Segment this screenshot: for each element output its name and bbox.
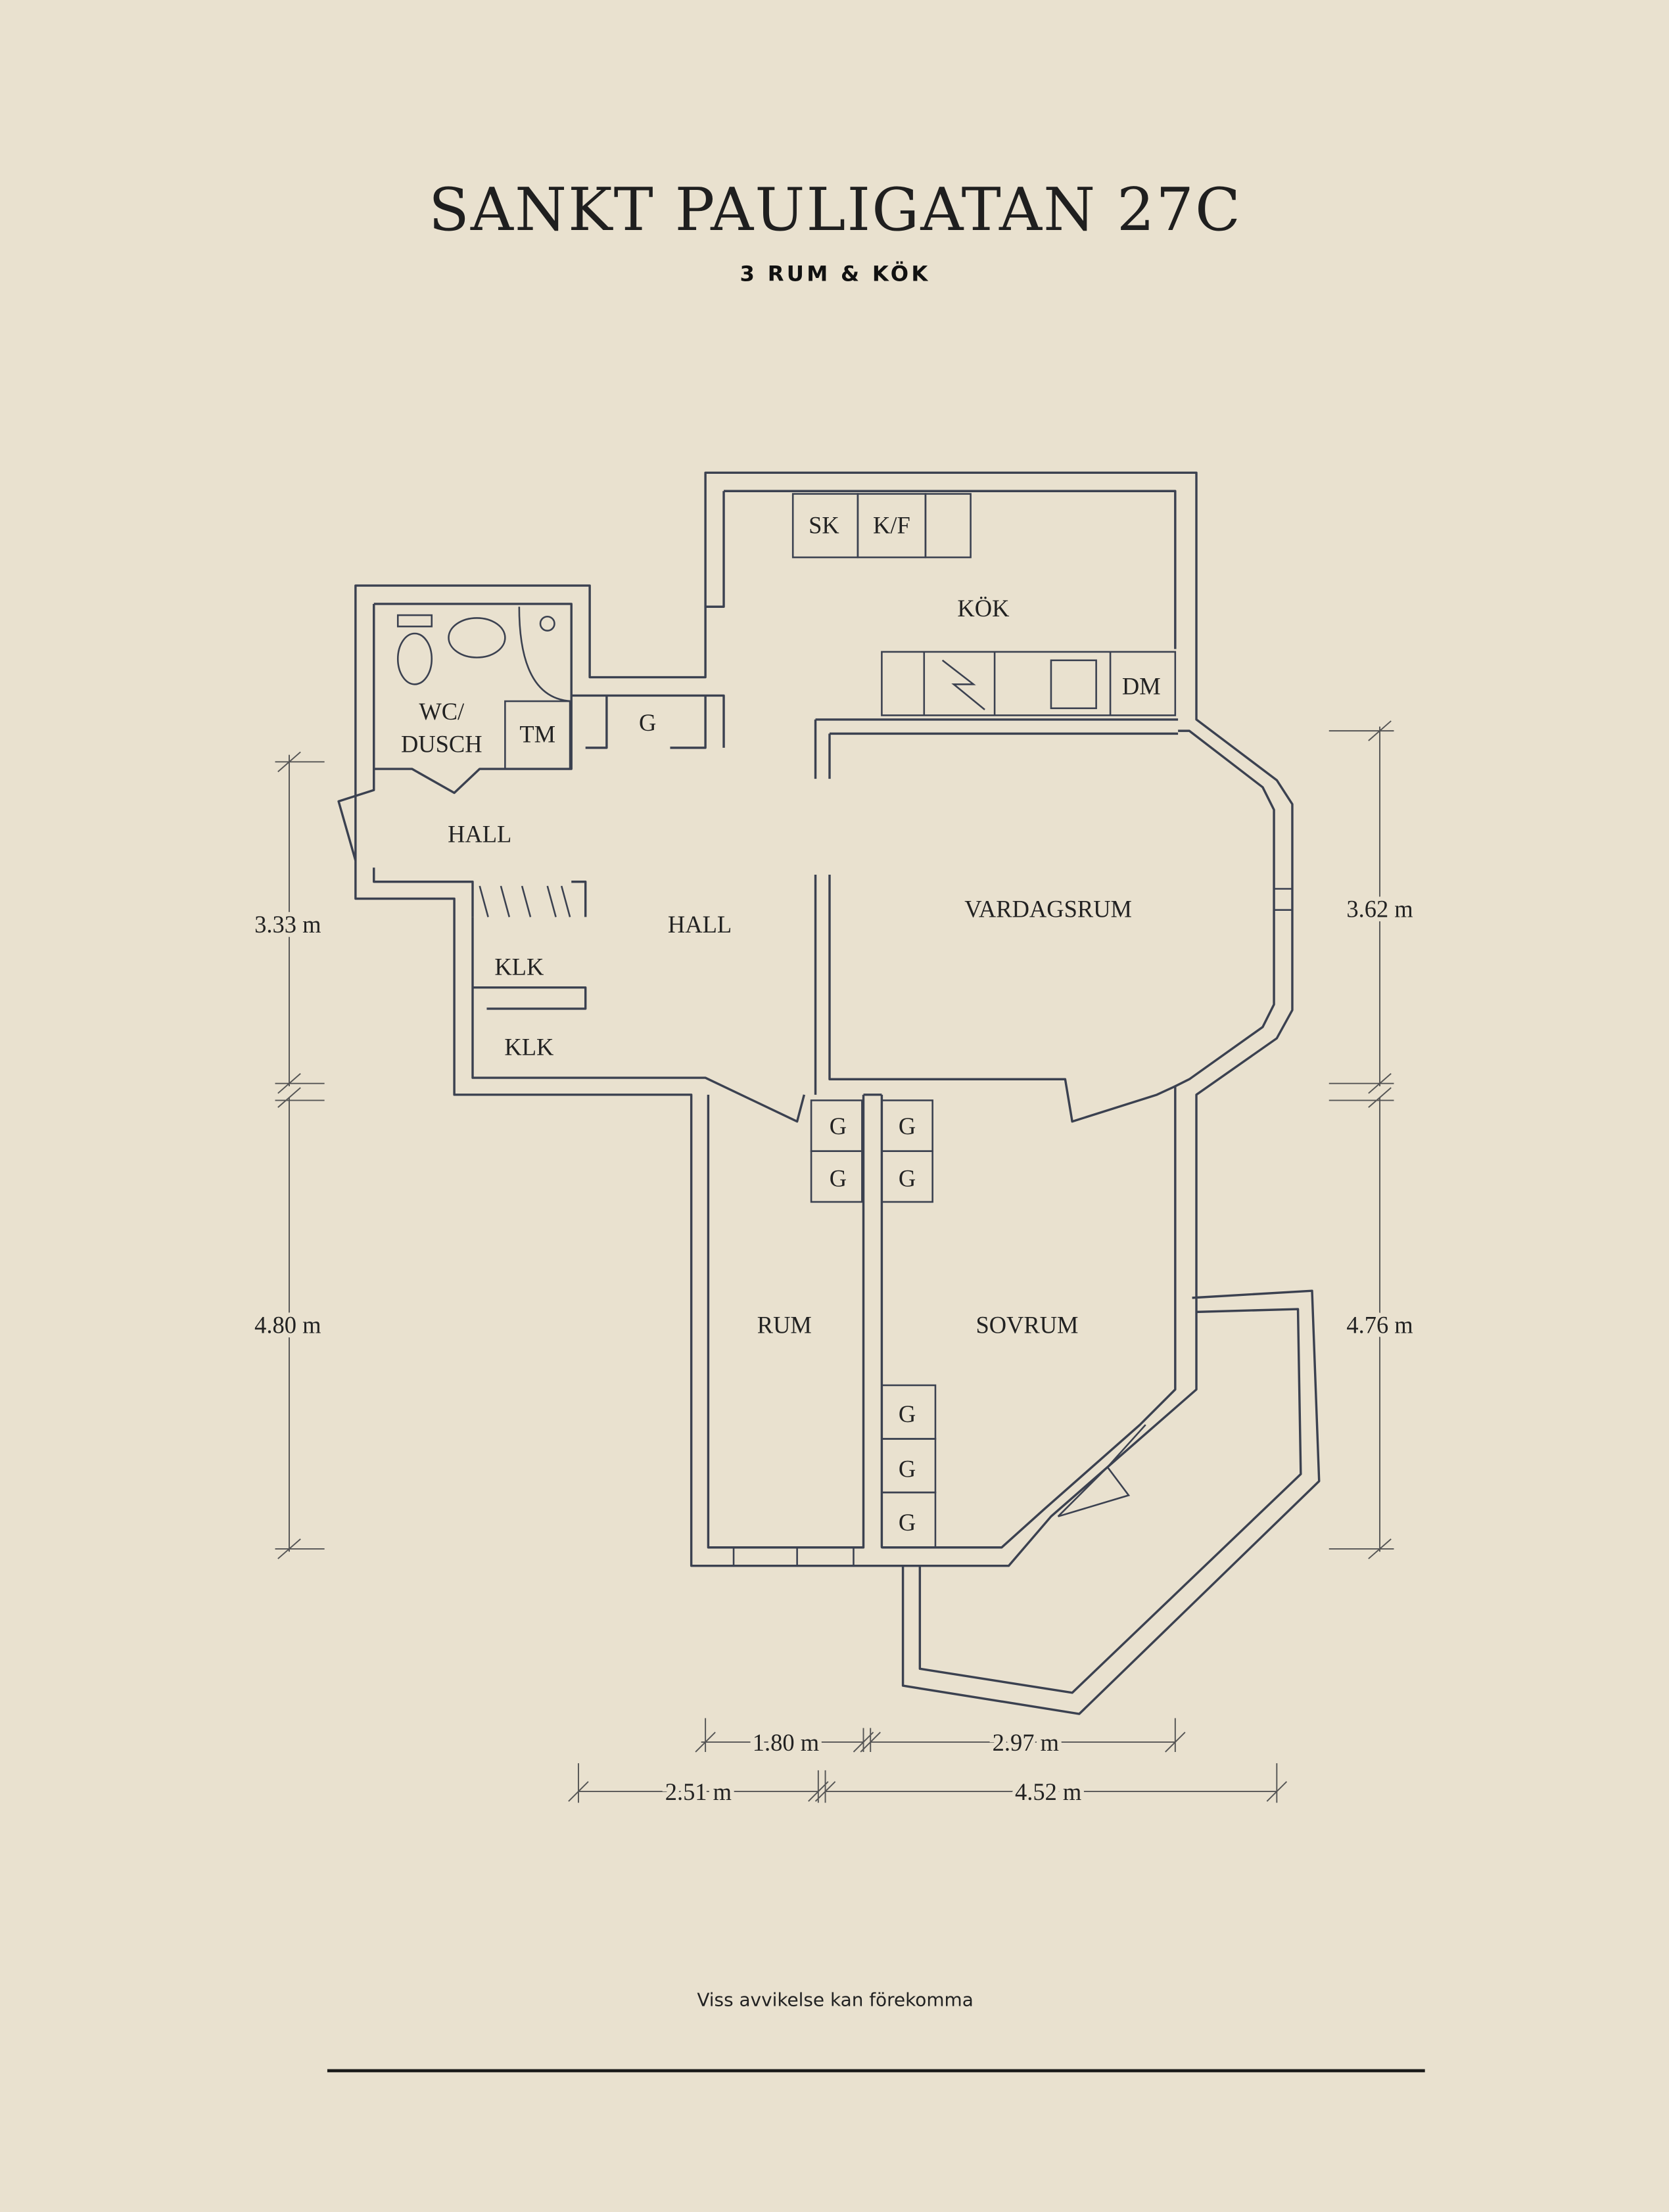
dimension-label: 4.52 m bbox=[1015, 1778, 1081, 1805]
room-label-g: G bbox=[899, 1509, 916, 1536]
walls bbox=[337, 471, 1321, 1715]
dimension-label: 4.76 m bbox=[1346, 1312, 1413, 1339]
room-label-dusch: DUSCH bbox=[401, 730, 482, 757]
room-label-rum: RUM bbox=[757, 1312, 812, 1339]
room-label-dm: DM bbox=[1122, 672, 1161, 699]
room-label-tm: TM bbox=[519, 720, 555, 747]
room-label-kf: K/F bbox=[873, 512, 910, 539]
dimension-label: 1.80 m bbox=[753, 1729, 819, 1756]
room-label-sk: SK bbox=[809, 512, 839, 539]
sink-icon bbox=[448, 617, 506, 658]
room-label-g: G bbox=[830, 1113, 847, 1140]
room-label-vardagsrum: VARDAGSRUM bbox=[964, 895, 1132, 922]
room-label-g: G bbox=[899, 1164, 916, 1191]
fixtures bbox=[396, 493, 1177, 1549]
room-label-g: G bbox=[899, 1400, 916, 1427]
room-label-hall: HALL bbox=[668, 911, 732, 938]
room-label-sovrum: SOVRUM bbox=[976, 1312, 1078, 1339]
room-label-g: G bbox=[899, 1113, 916, 1140]
room-label-g: G bbox=[830, 1164, 847, 1191]
disclaimer: Viss avvikelse kan förekomma bbox=[697, 1989, 973, 2010]
dimension-label: 2.51 m bbox=[665, 1778, 732, 1805]
room-labels: SK K/F KÖK DM WC/ DUSCH TM G HALL HALL K… bbox=[401, 512, 1161, 1536]
shower-icon bbox=[518, 607, 572, 703]
dimension-lines: 3.33 m 4.80 m 3.62 m 4.76 m 1.80 m 2.97 … bbox=[250, 720, 1417, 1809]
room-label-klk: KLK bbox=[494, 953, 544, 980]
room-label-g-hall: G bbox=[639, 709, 656, 736]
room-label-klk: KLK bbox=[504, 1034, 553, 1061]
room-label-g: G bbox=[899, 1455, 916, 1482]
room-label-kok: KÖK bbox=[957, 595, 1009, 622]
dimension-label: 3.62 m bbox=[1346, 895, 1413, 922]
toilet-icon bbox=[396, 632, 433, 685]
dimension-label: 4.80 m bbox=[254, 1312, 321, 1339]
room-label-wc: WC/ bbox=[419, 698, 465, 725]
page-subtitle: 3 RUM & KÖK bbox=[740, 261, 931, 286]
dimension-label: 3.33 m bbox=[254, 911, 321, 938]
room-label-hall: HALL bbox=[448, 821, 511, 848]
page-title: SANKT PAULIGATAN 27C bbox=[429, 175, 1242, 244]
dimension-label: 2.97 m bbox=[993, 1729, 1059, 1756]
